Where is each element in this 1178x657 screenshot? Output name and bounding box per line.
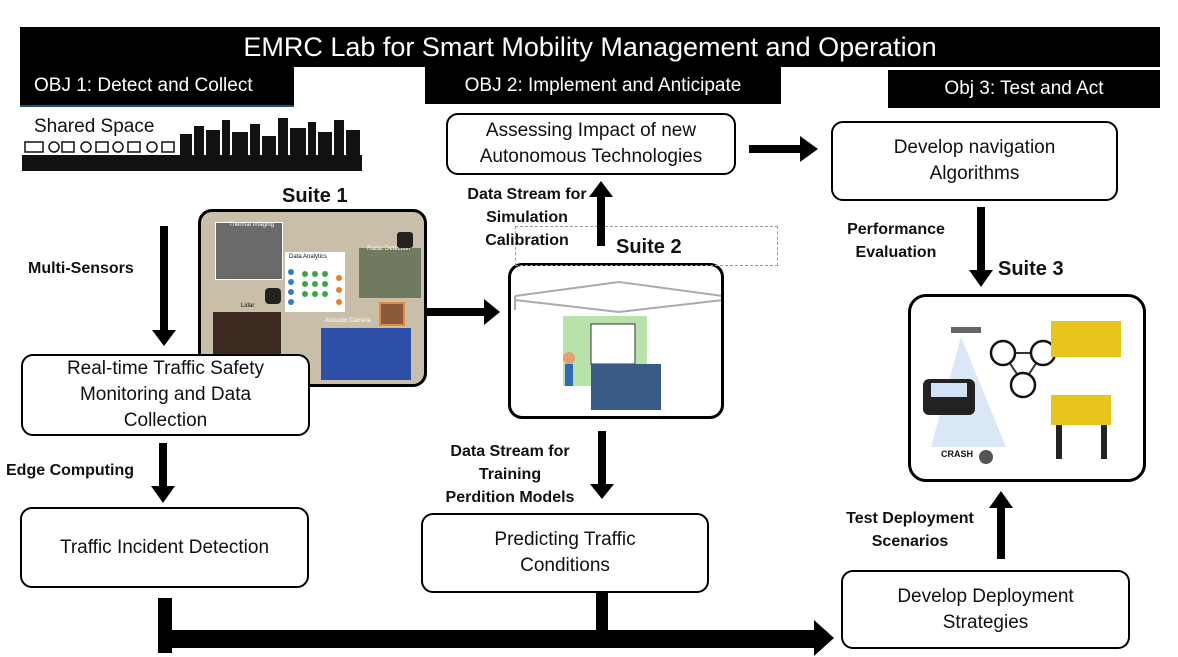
stream-simulation-line-2: Simulation (486, 209, 568, 226)
test-deployment-label: Test Deployment Scenarios (832, 507, 988, 553)
connector-bottom-head (814, 620, 834, 656)
performance-evaluation-label: Performance Evaluation (834, 218, 958, 264)
camera-icon (265, 288, 281, 304)
stream-simulation-line-1: Data Stream for (467, 186, 587, 203)
connector-predicting-down (596, 593, 608, 635)
multi-sensors-label: Multi-Sensors (28, 260, 134, 277)
arrow-assessing-to-navigation (749, 145, 803, 153)
suite-3-test-panel: CRASH (908, 294, 1146, 482)
connector-bottom-bar (158, 630, 820, 648)
objective-3-header: Obj 3: Test and Act (888, 70, 1160, 108)
autonomous-scene-image (923, 321, 1121, 464)
radar-detection-tile (359, 248, 421, 298)
arrow-test-deployment-up (997, 505, 1005, 559)
acoustic-camera-label: Acoustic Camera (325, 318, 371, 324)
arrow-assessing-to-navigation-head (800, 136, 818, 162)
arrow-training-down (598, 431, 606, 487)
radar-detection-label: Radar Detection (367, 246, 411, 252)
predicting-traffic-box: Predicting Traffic Conditions (421, 513, 709, 593)
objective-2-header: OBJ 2: Implement and Anticipate (425, 67, 781, 104)
arrow-test-deployment-up-head (989, 491, 1013, 508)
arrow-multi-sensors-head (152, 330, 176, 346)
realtime-monitoring-box: Real-time Traffic Safety Monitoring and … (21, 354, 310, 436)
thermal-imaging-label: Thermal Imaging (229, 222, 275, 228)
connector-incident-down (158, 598, 172, 653)
arrow-multi-sensors (160, 226, 168, 334)
arrow-suite1-to-suite2-head (484, 299, 500, 325)
suite-3-label: Suite 3 (998, 258, 1064, 280)
edge-computing-label: Edge Computing (6, 462, 134, 479)
develop-navigation-box: Develop navigation Algorithms (831, 121, 1118, 201)
shared-space-label: Shared Space (34, 116, 155, 137)
suite-1-label: Suite 1 (282, 185, 348, 207)
thermal-imaging-tile (215, 222, 283, 280)
microphone-icon (379, 302, 405, 326)
performance-line-2: Evaluation (855, 244, 937, 261)
performance-line-1: Performance (847, 221, 945, 238)
arrow-edge-computing-head (151, 486, 175, 503)
acoustic-camera-tile (321, 328, 411, 380)
neural-network-icon (288, 269, 342, 305)
arrow-performance-down (977, 207, 985, 273)
radar-icon (397, 232, 413, 248)
page-title: EMRC Lab for Smart Mobility Management a… (20, 27, 1160, 67)
test-deployment-line-1: Test Deployment (846, 510, 974, 527)
objective-1-header: OBJ 1: Detect and Collect (20, 67, 294, 107)
stream-training-label: Data Stream for Training Perdition Model… (428, 440, 592, 509)
test-deployment-line-2: Scenarios (871, 533, 949, 550)
arrow-edge-computing (159, 443, 167, 489)
suite-2-dashed-frame (515, 226, 778, 266)
stream-simulation-label: Data Stream for Simulation Calibration (442, 183, 612, 252)
lidar-label: Lidar (241, 303, 255, 309)
stream-simulation-line-3: Calibration (485, 232, 569, 249)
develop-deployment-box: Develop Deployment Strategies (841, 570, 1130, 649)
data-analytics-label: Data Analytics (289, 254, 328, 260)
suite-1-sensor-panel: Thermal Imaging Data Analytics Radar Det… (198, 209, 427, 387)
stream-training-line-3: Perdition Models (445, 489, 575, 506)
traffic-incident-detection-box: Traffic Incident Detection (20, 507, 309, 588)
arrow-training-down-head (590, 484, 614, 499)
suite-2-label: Suite 2 (616, 236, 682, 258)
arrow-suite1-to-suite2 (427, 308, 487, 316)
assessing-impact-box: Assessing Impact of new Autonomous Techn… (446, 113, 736, 175)
crash-badge: CRASH (941, 449, 974, 459)
stream-training-line-2: Training (478, 466, 542, 483)
arrow-performance-down-head (969, 270, 993, 287)
suite-2-lab-panel (508, 263, 724, 419)
stream-training-line-1: Data Stream for (450, 443, 570, 460)
lab-truss-image (514, 281, 721, 410)
